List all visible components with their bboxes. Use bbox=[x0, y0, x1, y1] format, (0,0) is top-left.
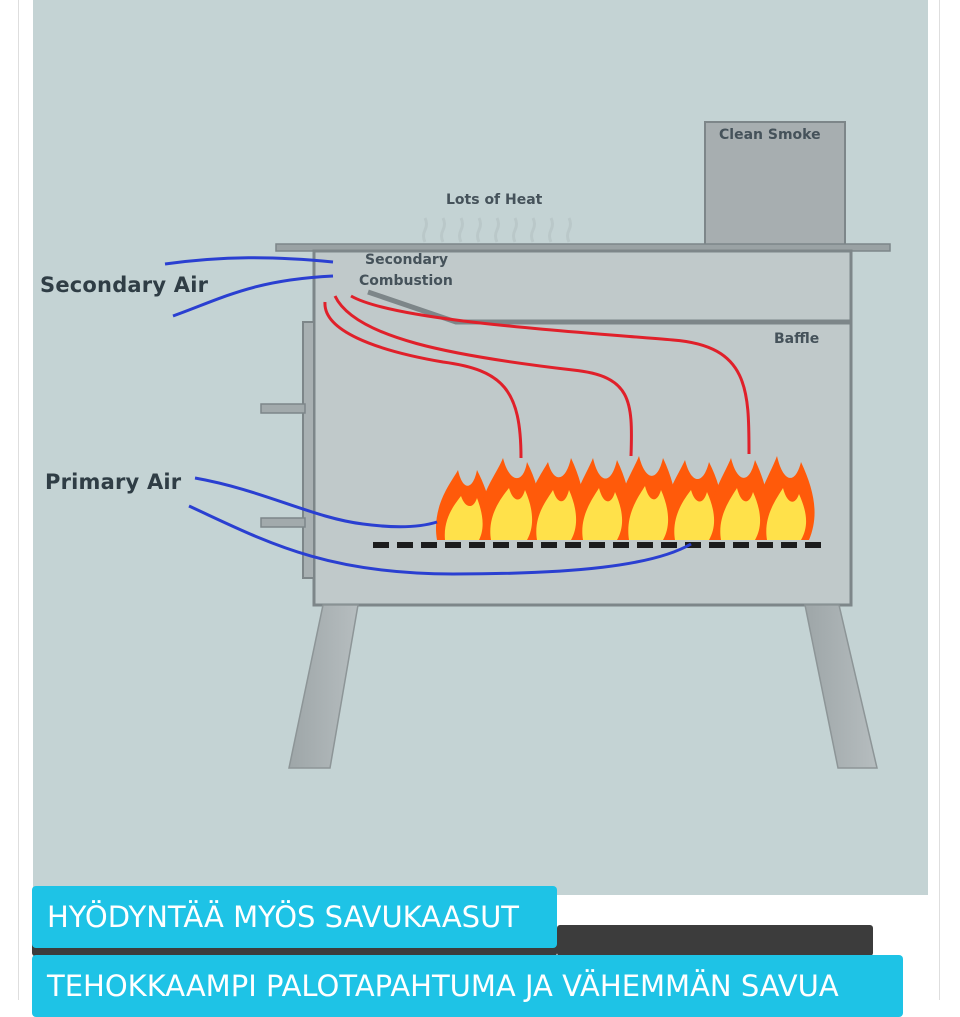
stove-illustration bbox=[164, 121, 891, 769]
heat-waves bbox=[422, 217, 572, 243]
door-handle-upper bbox=[260, 403, 306, 414]
secondary-air-label: Secondary Air bbox=[40, 273, 209, 297]
baffle-label: Baffle bbox=[774, 331, 820, 347]
baffle bbox=[367, 289, 851, 325]
chimney bbox=[704, 121, 846, 247]
flames bbox=[435, 456, 815, 540]
secondary-combustion-label: Secondary Combustion bbox=[359, 250, 453, 292]
primary-air-label: Primary Air bbox=[45, 470, 182, 494]
leg-right bbox=[804, 604, 878, 769]
lots-of-heat-label: Lots of Heat bbox=[446, 192, 543, 208]
caption-line-2: TEHOKKAAMPI PALOTAPAHTUMA JA VÄHEMMÄN SA… bbox=[32, 955, 903, 1017]
page-frame bbox=[18, 0, 940, 1000]
caption-line-1: HYÖDYNTÄÄ MYÖS SAVUKAASUT bbox=[32, 886, 557, 948]
door-handle-lower bbox=[260, 517, 306, 528]
wood-stove-diagram: Clean Smoke Lots of Heat Secondary Air S… bbox=[33, 0, 928, 895]
caption-dark-strip bbox=[557, 925, 873, 956]
clean-smoke-label: Clean Smoke bbox=[719, 127, 821, 143]
secondary-air-flows bbox=[164, 256, 334, 318]
secondary-combustion-line1: Secondary bbox=[365, 252, 448, 268]
primary-air-flows bbox=[188, 476, 692, 576]
leg-left bbox=[288, 604, 359, 769]
combustion-gas-flows bbox=[323, 294, 751, 459]
stove-door bbox=[302, 321, 315, 579]
stove-body bbox=[312, 249, 853, 607]
secondary-combustion-line2: Combustion bbox=[359, 273, 453, 289]
